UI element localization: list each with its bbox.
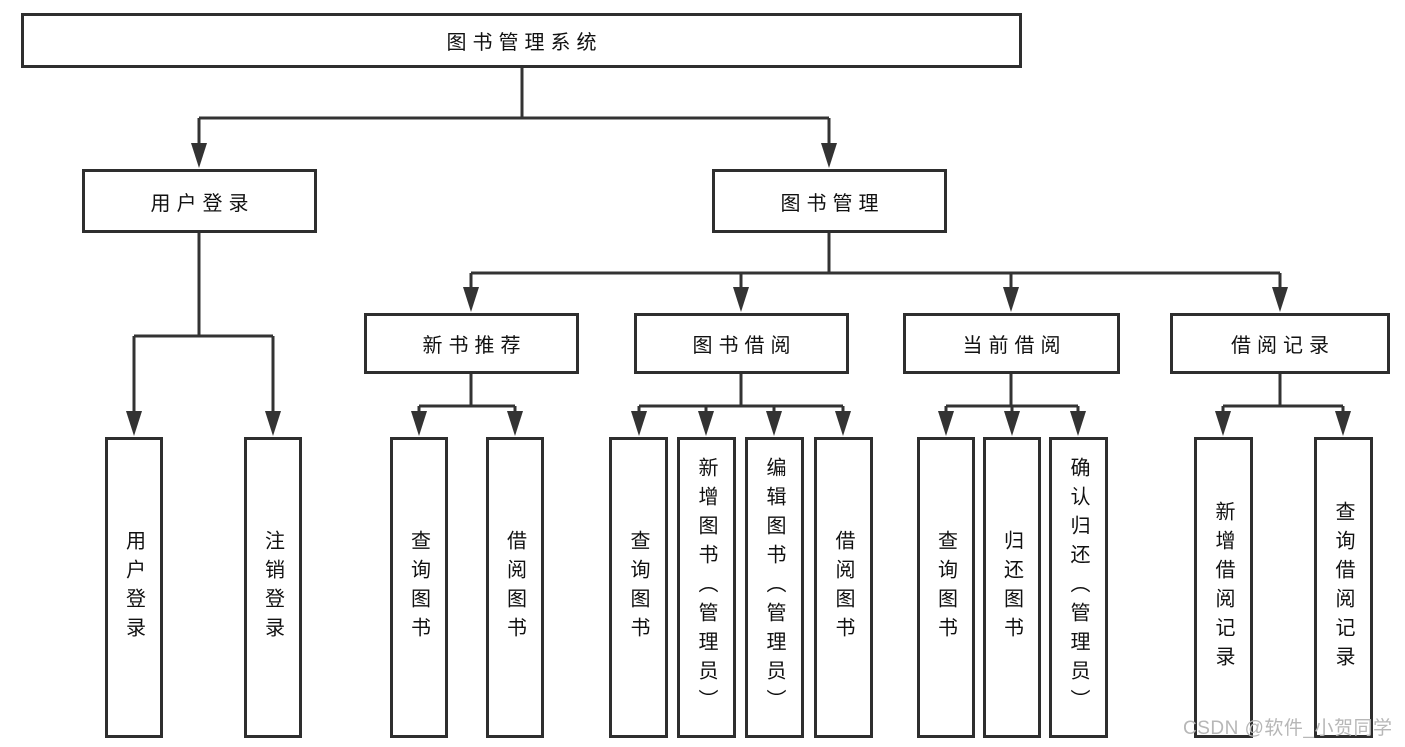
leaf-return-books: 归还图书 (983, 437, 1041, 738)
node-book-mgmt-label: 图书管理 (780, 192, 885, 215)
leaf-add-books-admin: 新增图书（管理员） (677, 437, 736, 738)
node-borrow-record-label: 借阅记录 (1231, 335, 1335, 357)
node-current-borrow: 当前借阅 (903, 313, 1120, 374)
connector-root (197, 68, 831, 146)
leaf-user-login: 用户登录 (105, 437, 163, 738)
connector-new-book (417, 374, 517, 414)
arrowheads (126, 143, 1351, 436)
connector-user-login (132, 233, 275, 414)
node-book-borrow-label: 图书借阅 (692, 335, 797, 357)
leaf-query-borrow-record: 查询借阅记录 (1314, 437, 1373, 738)
leaf-confirm-return-admin: 确认归还（管理员） (1049, 437, 1108, 738)
connector-book-borrow (637, 374, 845, 414)
leaf-newrec-borrow-books: 借阅图书 (486, 437, 544, 738)
connector-current-borrow (944, 374, 1080, 414)
node-current-borrow-label: 当前借阅 (962, 335, 1067, 357)
node-book-borrow: 图书借阅 (634, 313, 849, 374)
node-borrow-record: 借阅记录 (1170, 313, 1390, 374)
node-root: 图书管理系统 (21, 13, 1022, 68)
csdn-watermark: CSDN @软件_小贺同学 (1183, 718, 1393, 739)
node-new-book-rec: 新书推荐 (364, 313, 579, 374)
leaf-edit-books-admin: 编辑图书（管理员） (745, 437, 804, 738)
connector-book-mgmt (469, 233, 1282, 290)
connector-borrow-record (1221, 374, 1345, 414)
node-book-mgmt: 图书管理 (712, 169, 947, 233)
leaf-current-query-books: 查询图书 (917, 437, 975, 738)
node-user-login-label: 用户登录 (150, 192, 255, 215)
leaf-newrec-query-books: 查询图书 (390, 437, 448, 738)
leaf-borrow-query-books: 查询图书 (609, 437, 668, 738)
leaf-logout: 注销登录 (244, 437, 302, 738)
leaf-borrow-books: 借阅图书 (814, 437, 873, 738)
node-user-login: 用户登录 (82, 169, 317, 233)
node-new-book-rec-label: 新书推荐 (422, 335, 527, 357)
leaf-add-borrow-record: 新增借阅记录 (1194, 437, 1253, 738)
node-root-label: 图书管理系统 (446, 32, 603, 54)
